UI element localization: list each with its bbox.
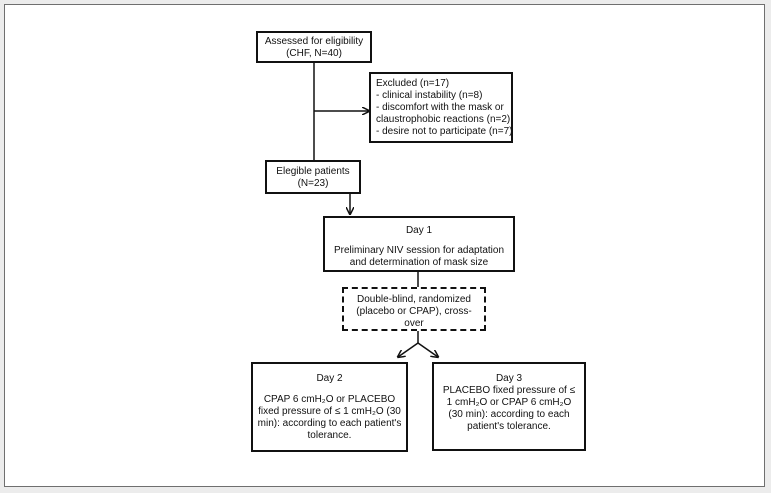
eligible-box: Elegible patients (N=23) xyxy=(265,160,361,194)
randomization-line-1: Double-blind, randomized xyxy=(357,294,471,305)
eligible-line-2: (N=23) xyxy=(297,178,329,189)
randomization-box: Double-blind, randomized (placebo or CPA… xyxy=(342,287,486,331)
split-arrow-right xyxy=(417,342,438,357)
day3-title: Day 3 xyxy=(495,373,523,384)
day1-title: Day 1 xyxy=(405,225,433,236)
day2-title: Day 2 xyxy=(316,373,343,384)
excluded-box: Excluded (n=17) - clinical instability (… xyxy=(369,72,513,143)
day3-line-1: PLACEBO fixed pressure of ≤ xyxy=(442,385,576,396)
day2-line-2: fixed pressure of ≤ 1 cmH₂O (30 xyxy=(258,406,401,417)
excluded-title: Excluded (n=17) xyxy=(376,78,450,89)
assessed-box: Assessed for eligibility (CHF, N=40) xyxy=(256,31,372,63)
day2-line-1: CPAP 6 cmH₂O or PLACEBO xyxy=(263,394,396,405)
day3-box: Day 3 PLACEBO fixed pressure of ≤ 1 cmH₂… xyxy=(432,362,586,451)
day1-line-2: and determination of mask size xyxy=(349,257,489,268)
split-arrow-left xyxy=(398,342,419,357)
excluded-item: - clinical instability (n=8) xyxy=(376,90,483,101)
assessed-line-1: Assessed for eligibility xyxy=(264,36,364,47)
excluded-item: - discomfort with the mask or xyxy=(376,102,504,113)
excluded-item: - desire not to participate (n=7) xyxy=(376,126,513,137)
randomization-line-2: (placebo or CPAP), cross- xyxy=(356,306,472,317)
day2-line-3: min): according to each patient's xyxy=(257,418,402,429)
randomization-line-3: over xyxy=(404,318,424,329)
eligible-line-1: Elegible patients xyxy=(276,166,350,177)
day2-box: Day 2 CPAP 6 cmH₂O or PLACEBO fixed pres… xyxy=(251,362,408,452)
day3-line-3: (30 min): according to each xyxy=(448,409,570,420)
excluded-item: claustrophobic reactions (n=2) xyxy=(376,114,511,125)
day2-line-4: tolerance. xyxy=(307,430,352,441)
day1-box: Day 1 Preliminary NIV session for adapta… xyxy=(323,216,515,272)
day3-line-2: 1 cmH₂O or CPAP 6 cmH₂O xyxy=(446,397,572,408)
assessed-line-2: (CHF, N=40) xyxy=(286,48,342,59)
day3-line-4: patient's tolerance. xyxy=(467,421,551,432)
day1-line-1: Preliminary NIV session for adaptation xyxy=(333,245,505,256)
